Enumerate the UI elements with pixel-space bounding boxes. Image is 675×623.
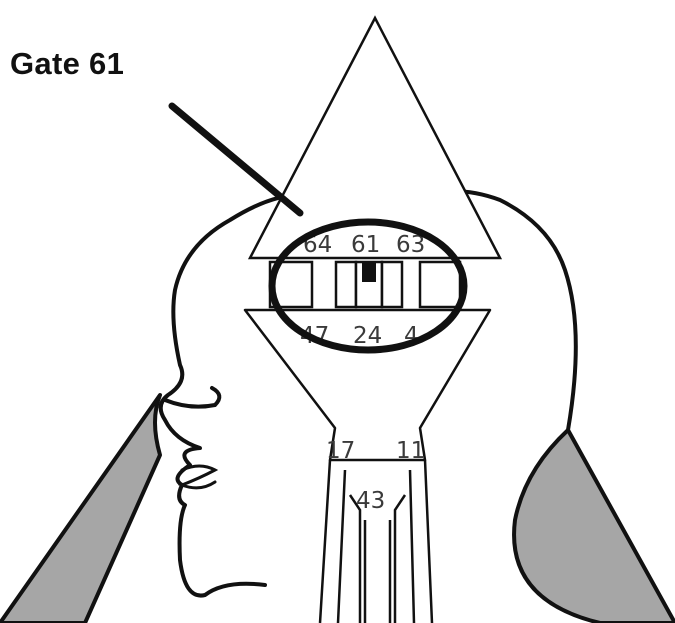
throat-inner-channels xyxy=(350,495,405,623)
right-shoulder xyxy=(514,430,675,623)
gate-box-63 xyxy=(420,262,460,307)
gate-box-61-right xyxy=(382,262,402,307)
gate-box-61-left xyxy=(336,262,356,307)
gate-61-active-marker xyxy=(362,262,376,282)
gate-label-43: 43 xyxy=(356,488,385,514)
gate-label-17: 17 xyxy=(326,438,355,464)
callout-pointer-line xyxy=(172,106,300,213)
lips-line xyxy=(182,466,215,488)
throat-channel xyxy=(320,460,432,623)
left-shoulder xyxy=(0,395,160,623)
gate-label-24: 24 xyxy=(353,323,382,349)
gate-label-11: 11 xyxy=(396,438,425,464)
gate-label-61: 61 xyxy=(351,232,380,258)
